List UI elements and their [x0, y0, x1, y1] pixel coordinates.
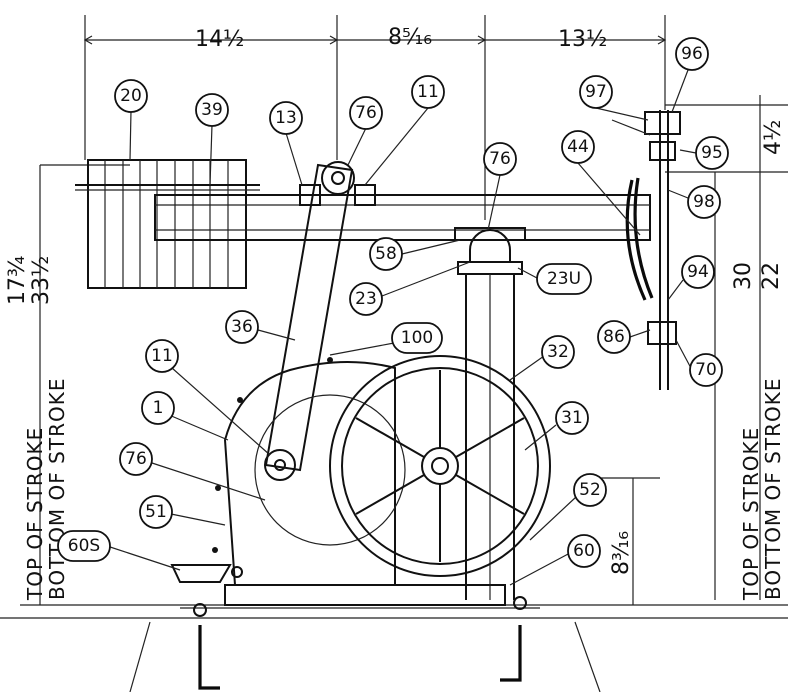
svg-text:100: 100 — [401, 328, 433, 348]
callout-23: 23 — [349, 282, 383, 316]
svg-text:44: 44 — [567, 137, 589, 157]
svg-text:60S: 60S — [68, 536, 100, 556]
dim-right-b: 22 — [759, 262, 784, 290]
right-bottom-of-stroke: BOTTOM OF STROKE — [761, 378, 785, 600]
dim-top-right: 13½ — [558, 27, 607, 52]
svg-text:39: 39 — [201, 100, 223, 120]
base-frame — [170, 564, 540, 690]
leader-lines — [103, 69, 697, 586]
svg-text:60: 60 — [573, 541, 595, 561]
dim-left-b: 33½ — [29, 256, 54, 305]
callout-60s: 60S — [57, 530, 111, 562]
svg-text:36: 36 — [231, 317, 253, 337]
svg-text:13: 13 — [275, 108, 297, 128]
saddle-bearing — [454, 227, 526, 600]
callouts: 20 39 13 76 11 76 44 97 96 95 98 58 23U … — [57, 37, 729, 568]
svg-text:23: 23 — [355, 289, 377, 309]
svg-text:97: 97 — [585, 82, 607, 102]
svg-text:52: 52 — [579, 480, 601, 500]
callout-60: 60 — [567, 534, 601, 568]
callout-52: 52 — [573, 473, 607, 507]
callout-76: 76 — [483, 142, 517, 176]
callout-20: 20 — [114, 79, 148, 113]
wellhead — [611, 110, 681, 390]
callout-11: 11 — [411, 75, 445, 109]
svg-text:11: 11 — [417, 82, 439, 102]
svg-text:98: 98 — [693, 192, 715, 212]
svg-text:76: 76 — [489, 149, 511, 169]
callout-98: 98 — [687, 185, 721, 219]
svg-text:76: 76 — [355, 103, 377, 123]
gear-case — [212, 357, 406, 586]
svg-text:31: 31 — [561, 408, 583, 428]
left-top-of-stroke: TOP OF STROKE — [23, 427, 47, 601]
callout-39: 39 — [195, 93, 229, 127]
svg-text:23U: 23U — [547, 269, 581, 289]
svg-text:94: 94 — [687, 262, 709, 282]
counterweight — [75, 159, 260, 289]
callout-11: 11 — [145, 339, 179, 373]
dim-top-left: 14½ — [195, 27, 244, 52]
callout-95: 95 — [695, 136, 729, 170]
callout-1: 1 — [141, 391, 175, 425]
callout-96: 96 — [675, 37, 709, 71]
dim-right-a: 30 — [731, 262, 756, 290]
dim-right-small: 4½ — [761, 120, 786, 155]
walking-beam — [154, 184, 651, 241]
callout-51: 51 — [139, 495, 173, 529]
svg-text:1: 1 — [153, 398, 164, 418]
dim-lower-right: 8³⁄₁₆ — [609, 531, 634, 575]
left-bottom-of-stroke: BOTTOM OF STROKE — [45, 378, 69, 600]
stroke-labels: TOP OF STROKE BOTTOM OF STROKE TOP OF ST… — [23, 378, 785, 601]
callout-94: 94 — [681, 255, 715, 289]
callout-44: 44 — [561, 130, 595, 164]
callout-97: 97 — [579, 75, 613, 109]
callout-13: 13 — [269, 101, 303, 135]
svg-text:32: 32 — [547, 342, 569, 362]
svg-text:20: 20 — [120, 86, 142, 106]
svg-text:70: 70 — [695, 360, 717, 380]
svg-text:95: 95 — [701, 143, 723, 163]
callout-70: 70 — [689, 353, 723, 387]
callout-36: 36 — [225, 310, 259, 344]
ground — [0, 617, 788, 692]
svg-text:86: 86 — [603, 327, 625, 347]
callout-31: 31 — [555, 401, 589, 435]
flywheel — [329, 355, 551, 577]
right-top-of-stroke: TOP OF STROKE — [739, 427, 763, 601]
pitman-arm — [264, 161, 355, 481]
callout-76: 76 — [349, 96, 383, 130]
callout-86: 86 — [597, 320, 631, 354]
svg-text:11: 11 — [151, 346, 173, 366]
dimension-text: 14½ 8⁵⁄₁₆ 13½ 4½ 30 22 17¾ 33½ 8³⁄₁₆ — [5, 25, 786, 575]
svg-text:96: 96 — [681, 44, 703, 64]
svg-text:58: 58 — [375, 244, 397, 264]
callout-76: 76 — [119, 442, 153, 476]
callout-23u: 23U — [536, 263, 592, 295]
svg-text:51: 51 — [145, 502, 167, 522]
dim-left-a: 17¾ — [5, 256, 30, 305]
callout-32: 32 — [541, 335, 575, 369]
callout-100: 100 — [391, 322, 443, 354]
callout-58: 58 — [369, 237, 403, 271]
svg-text:76: 76 — [125, 449, 147, 469]
dim-top-mid: 8⁵⁄₁₆ — [388, 25, 432, 50]
